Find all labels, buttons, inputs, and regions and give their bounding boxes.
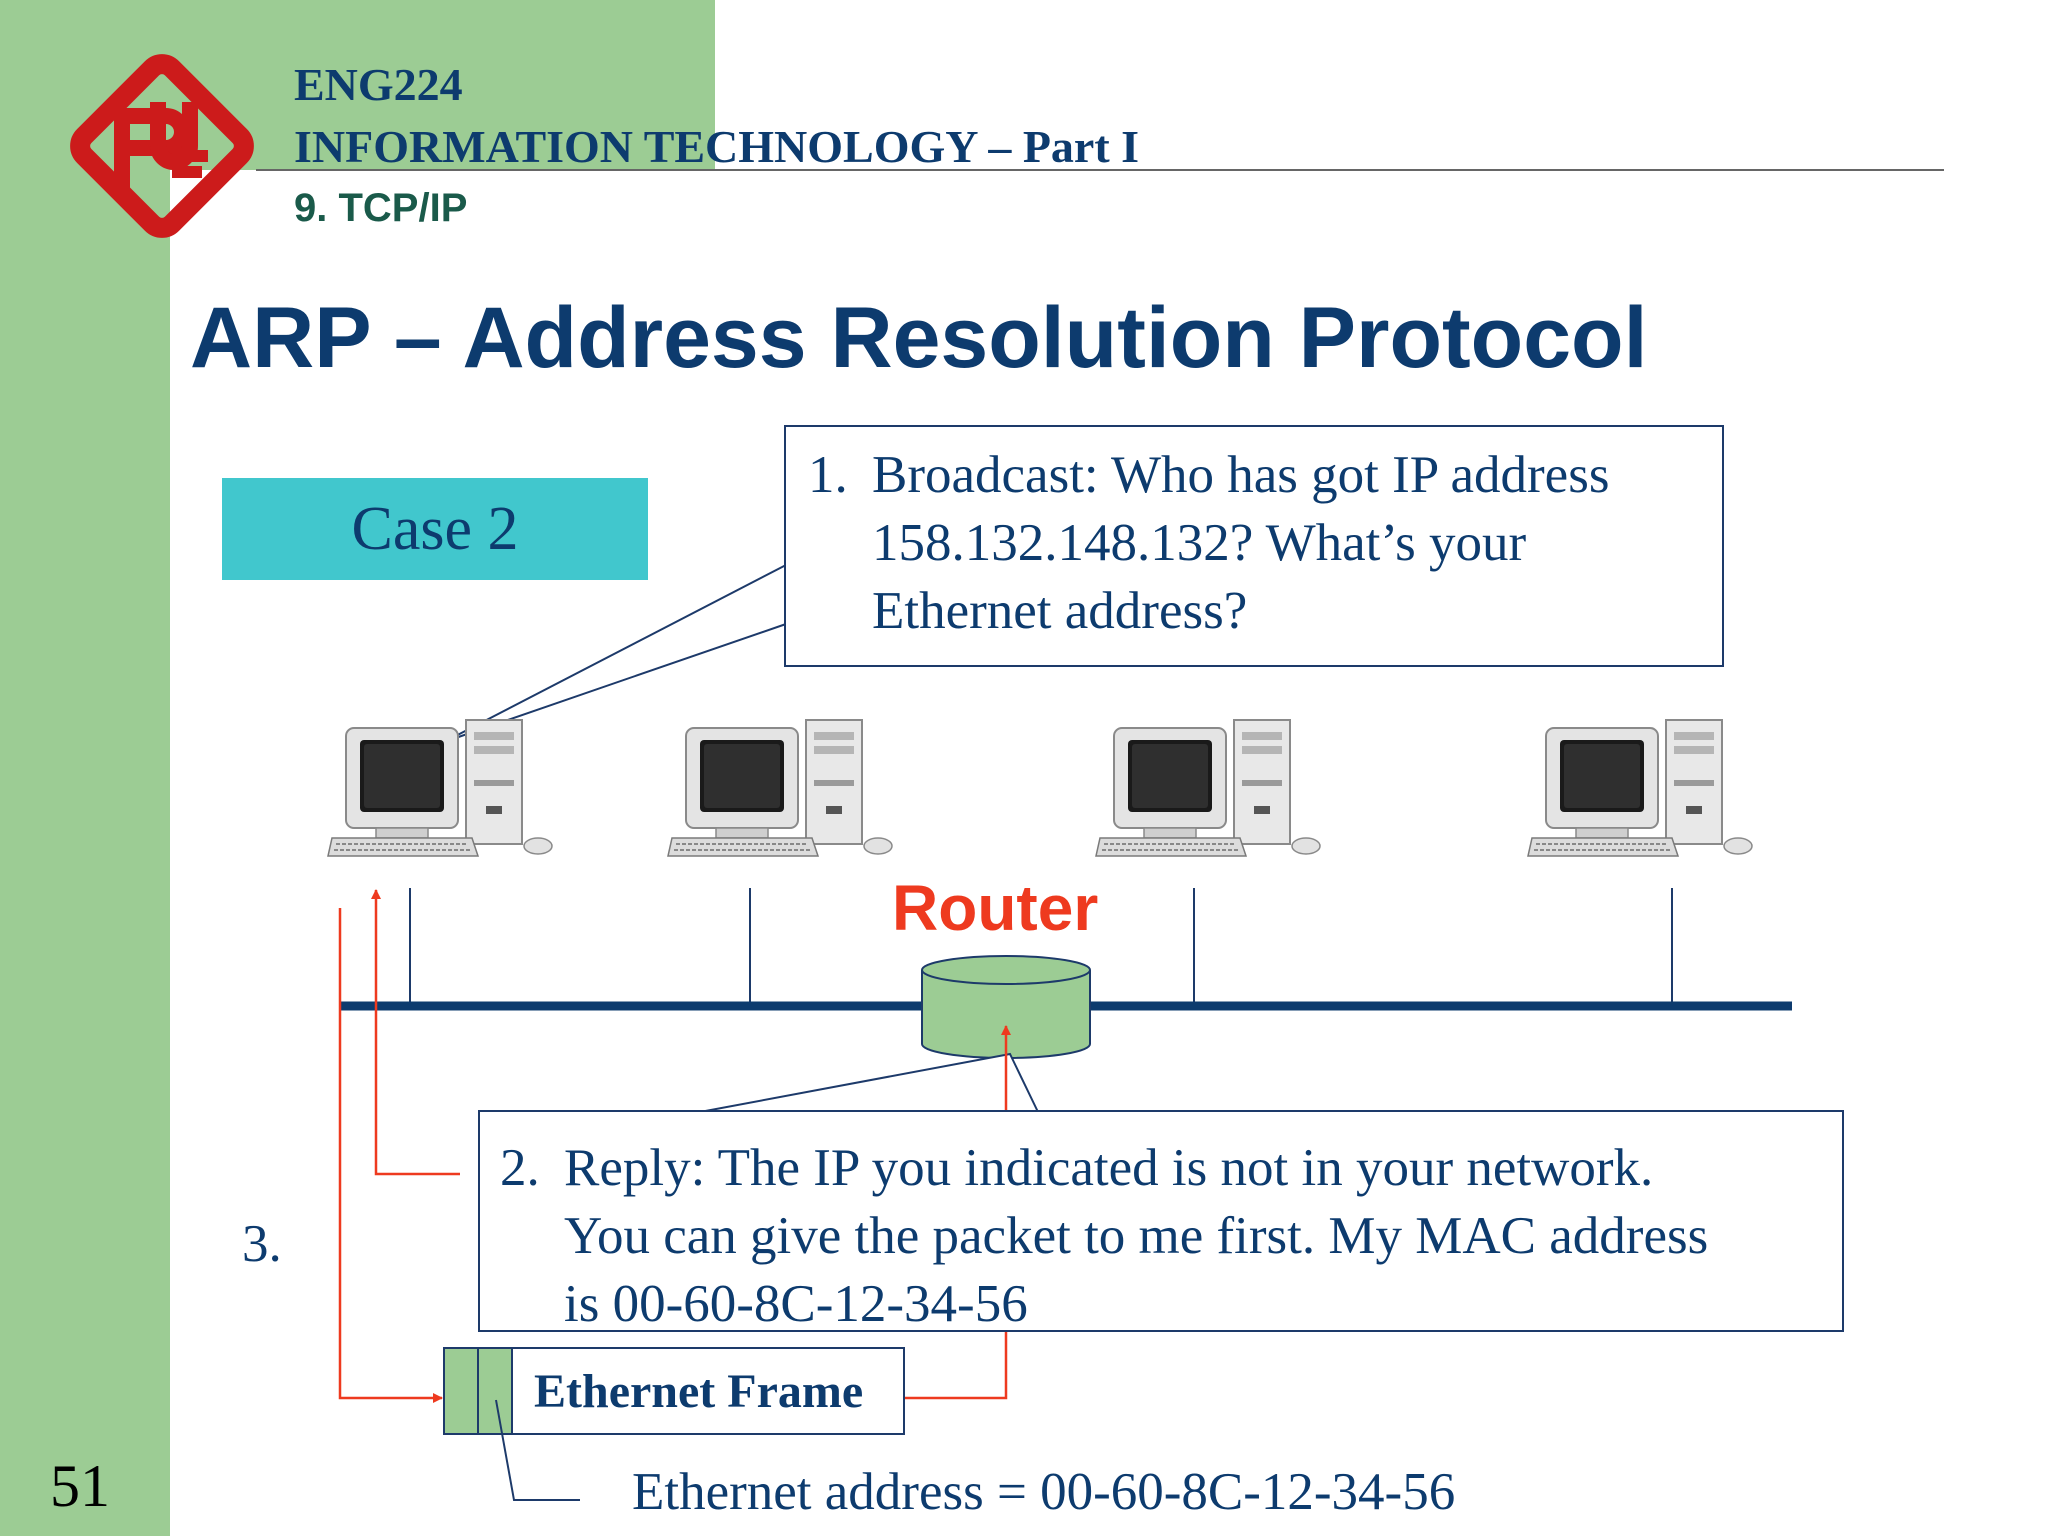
- callout-line: You can give the packet to me first. My …: [564, 1207, 1709, 1265]
- ethernet-frame-label: Ethernet Frame: [534, 1365, 864, 1418]
- step-3-label: 3.: [242, 1215, 282, 1273]
- callout-1-pointer: [443, 564, 787, 743]
- course-title: INFORMATION TECHNOLOGY – Part I: [294, 121, 1140, 172]
- computer-icon: [667, 719, 893, 857]
- ethernet-frame: [443, 1347, 905, 1435]
- callout-line: Broadcast: Who has got IP address: [872, 446, 1610, 504]
- page-number: 51: [50, 1453, 110, 1519]
- reply-arrow: [371, 889, 460, 1176]
- ethernet-address-label: Ethernet address = 00-60-8C-12-34-56: [632, 1463, 1456, 1521]
- case-label: Case 2: [222, 478, 648, 580]
- callout-line: 158.132.148.132? What’s your: [872, 514, 1527, 572]
- reply-callout: 2. Reply: The IP you indicated is not in …: [478, 1110, 1844, 1333]
- callout-number: 1.: [808, 446, 848, 504]
- callout-2-pointer: [699, 1052, 1039, 1113]
- callout-line: is 00-60-8C-12-34-56: [564, 1275, 1028, 1333]
- broadcast-callout: 1. Broadcast: Who has got IP address 158.…: [784, 425, 1724, 667]
- course-code: ENG224: [294, 59, 463, 110]
- chapter-label: 9. TCP/IP: [294, 186, 468, 230]
- slide-title: ARP – Address Resolution Protocol: [190, 290, 1648, 386]
- computer-icon: [327, 719, 553, 857]
- callout-line: Ethernet address?: [872, 582, 1248, 640]
- computer-icon: [1527, 719, 1753, 857]
- frame-arrow-to-pc: [338, 908, 443, 1403]
- router-icon: [921, 955, 1091, 1059]
- university-logo-icon: [70, 54, 254, 238]
- router-label: Router: [892, 872, 1099, 944]
- address-pointer: [495, 1399, 580, 1501]
- sidebar-green-band: [0, 0, 170, 1536]
- computer-icon: [1095, 719, 1321, 857]
- callout-line: Reply: The IP you indicated is not in yo…: [564, 1139, 1654, 1197]
- callout-number: 2.: [500, 1139, 540, 1197]
